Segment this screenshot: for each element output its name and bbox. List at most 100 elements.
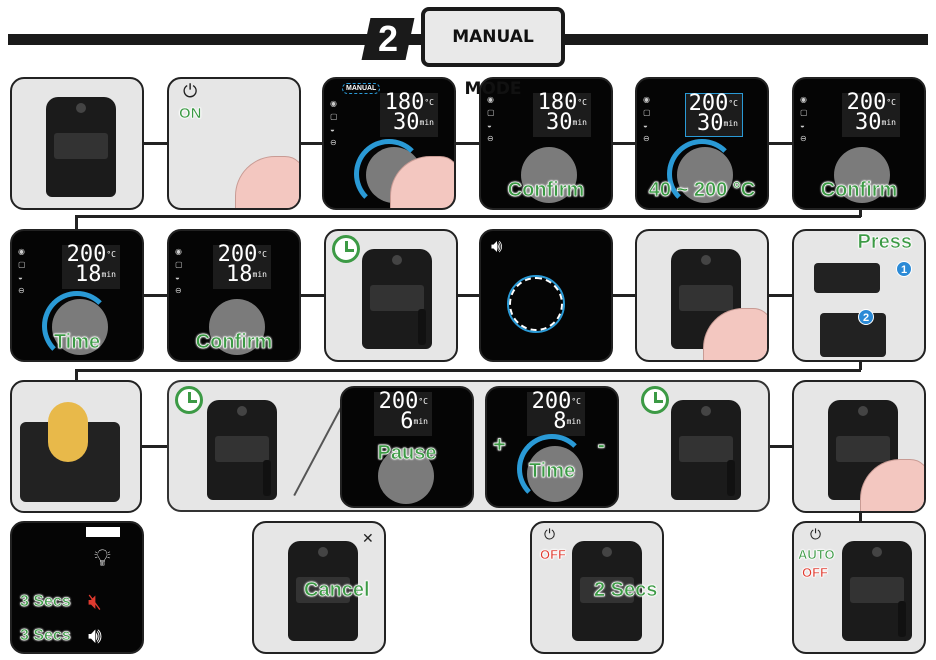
step-sound-toggle: 💡︎ 3 Secs 🔇︎ 3 Secs 🔊︎ xyxy=(10,521,144,654)
hand-icon xyxy=(235,156,299,208)
pause-label: Pause xyxy=(377,442,437,465)
connector-row2 xyxy=(143,294,793,297)
step-number: 2 xyxy=(361,18,415,60)
step-shake-reminder: 🔊︎ xyxy=(479,229,613,362)
cancel-x-icon: ✕ xyxy=(362,530,374,546)
rotate-arrow-icon xyxy=(42,291,112,360)
air-fryer-illustration xyxy=(362,249,432,349)
increase-label: + xyxy=(493,432,506,458)
rotate-arrow-icon xyxy=(517,434,587,504)
power-icon: ⏻ xyxy=(810,526,822,542)
connector-row1 xyxy=(143,142,793,145)
temperature-range-label: 40 ~ 200 °C xyxy=(648,179,756,202)
connector xyxy=(75,215,78,230)
confirm-label: Confirm xyxy=(195,331,273,354)
step-badge: 2 xyxy=(858,309,874,325)
step-cooking xyxy=(324,229,458,362)
control-dial xyxy=(209,299,265,355)
display-bar xyxy=(86,527,120,537)
connector-row1-2 xyxy=(75,215,861,218)
program-icons: ◉▢◒⊖ xyxy=(330,99,338,147)
step-badge: 1 xyxy=(896,261,912,277)
program-icons: ◉▢◒⊖ xyxy=(487,95,495,143)
sound-duration-label: 3 Secs xyxy=(20,627,71,645)
step-power-off: ⏻ OFF 2 Secs xyxy=(530,521,664,654)
step-press-release: Press 1 2 xyxy=(792,229,926,362)
control-dial xyxy=(834,147,890,203)
speaker-icon: 🔊︎ xyxy=(88,623,102,648)
rotate-arrow-icon xyxy=(667,139,737,208)
program-icons: ◉▢◒⊖ xyxy=(18,247,26,295)
step-remove-basket xyxy=(635,229,769,362)
step-shake-basket xyxy=(10,380,142,513)
time-label: Time xyxy=(53,331,101,354)
connector xyxy=(859,360,862,370)
step-auto-off: ⏻ AUTO OFF xyxy=(792,521,926,654)
step-insert-basket xyxy=(10,77,144,210)
clock-icon xyxy=(332,235,360,263)
rotate-arrow-icon xyxy=(354,139,424,208)
off-label: OFF xyxy=(802,565,829,581)
step-reinsert-basket xyxy=(792,380,926,513)
program-icons: ◉▢◒⊖ xyxy=(643,95,651,143)
air-fryer-illustration xyxy=(288,541,358,641)
air-fryer-illustration xyxy=(46,97,116,197)
manual-tag: MANUAL xyxy=(342,83,381,94)
shake-indicator-icon xyxy=(507,275,565,333)
step-cooking-resume xyxy=(169,382,319,510)
confirm-label: Confirm xyxy=(507,179,585,202)
power-icon: ⏻ xyxy=(544,526,556,542)
step-cancel: ✕ Cancel xyxy=(252,521,386,654)
auto-label: AUTO xyxy=(798,547,835,563)
page-title: MANUAL MODE xyxy=(421,7,565,99)
mute-icon: 🔇︎ xyxy=(88,589,102,614)
food-illustration xyxy=(48,402,88,462)
clock-icon xyxy=(641,386,669,414)
air-fryer-illustration xyxy=(671,400,741,500)
step-cooking-continue xyxy=(635,382,755,510)
air-fryer-illustration xyxy=(207,400,277,500)
connector-row3-4 xyxy=(859,511,862,522)
speaker-icon: 🔊︎ xyxy=(491,236,503,256)
press-label: Press xyxy=(857,231,912,253)
connector xyxy=(859,209,862,217)
step-power-on: ⏻ ON xyxy=(167,77,301,210)
mute-duration-label: 3 Secs xyxy=(20,593,71,611)
control-dial xyxy=(378,448,434,504)
light-bulb-icon: 💡︎ xyxy=(94,545,111,572)
connector xyxy=(75,369,78,381)
confirm-label: Confirm xyxy=(820,179,898,202)
clock-icon xyxy=(175,386,203,414)
connector-row2-3 xyxy=(75,369,861,372)
control-dial xyxy=(521,147,577,203)
power-icon: ⏻ xyxy=(183,81,198,101)
decrease-label: - xyxy=(597,432,605,458)
drawer-illustration xyxy=(820,313,886,357)
air-fryer-illustration xyxy=(842,541,912,641)
program-icons: ◉▢◒⊖ xyxy=(800,95,808,143)
off-label: OFF xyxy=(540,547,567,563)
time-label: Time xyxy=(528,460,576,483)
program-icons: ◉▢◒⊖ xyxy=(175,247,183,295)
hold-duration-label: 2 Secs xyxy=(594,579,658,602)
air-fryer-illustration xyxy=(572,541,642,641)
on-label: ON xyxy=(179,105,202,123)
basket-illustration xyxy=(814,263,880,293)
